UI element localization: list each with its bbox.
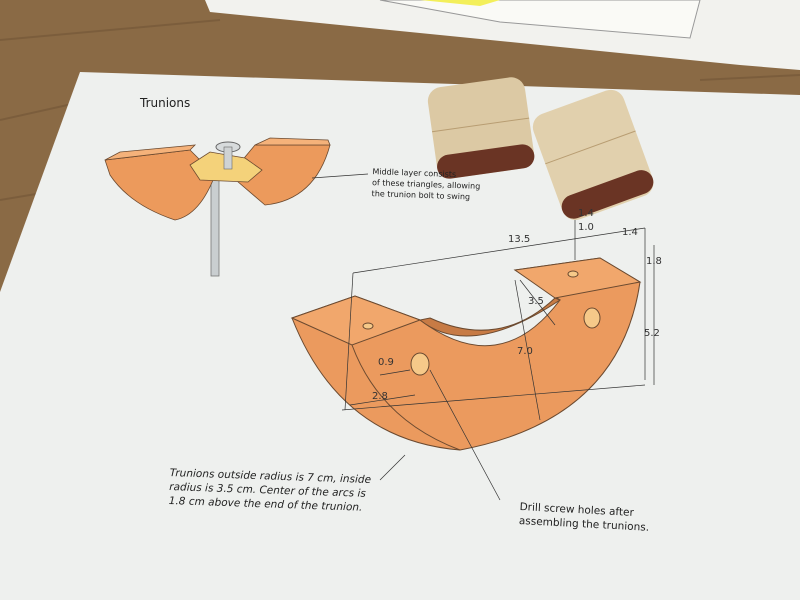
dim-hole-offset: 2.8 <box>372 391 388 402</box>
dim-hole-height: 0.9 <box>378 357 394 368</box>
dim-layer-middle: 1.0 <box>578 222 594 233</box>
dim-overall-length: 13.5 <box>508 234 531 245</box>
radius-note: Trunions outside radius is 7 cm, inside … <box>169 466 372 515</box>
dim-layer-2: 1.4 <box>622 227 638 238</box>
dim-inner-radius: 3.5 <box>528 296 544 307</box>
dim-outer-radius: 7.0 <box>517 346 533 357</box>
wood-block-right <box>532 89 654 221</box>
dim-layer-1: 1.4 <box>578 208 594 219</box>
dimension-lines <box>341 210 655 501</box>
middle-layer-callout: Middle layer consists of these triangles… <box>371 166 480 203</box>
dim-arc-center-height: 1.8 <box>646 256 662 267</box>
highlight-strip <box>420 0 500 6</box>
background-paper-2 <box>379 0 701 39</box>
sheet-title: Trunions <box>140 96 191 110</box>
wood-block-left <box>427 77 535 179</box>
small-trunion-illustration <box>104 137 369 277</box>
large-trunion-drawing <box>290 257 642 451</box>
dim-end-height: 5.2 <box>644 328 660 339</box>
